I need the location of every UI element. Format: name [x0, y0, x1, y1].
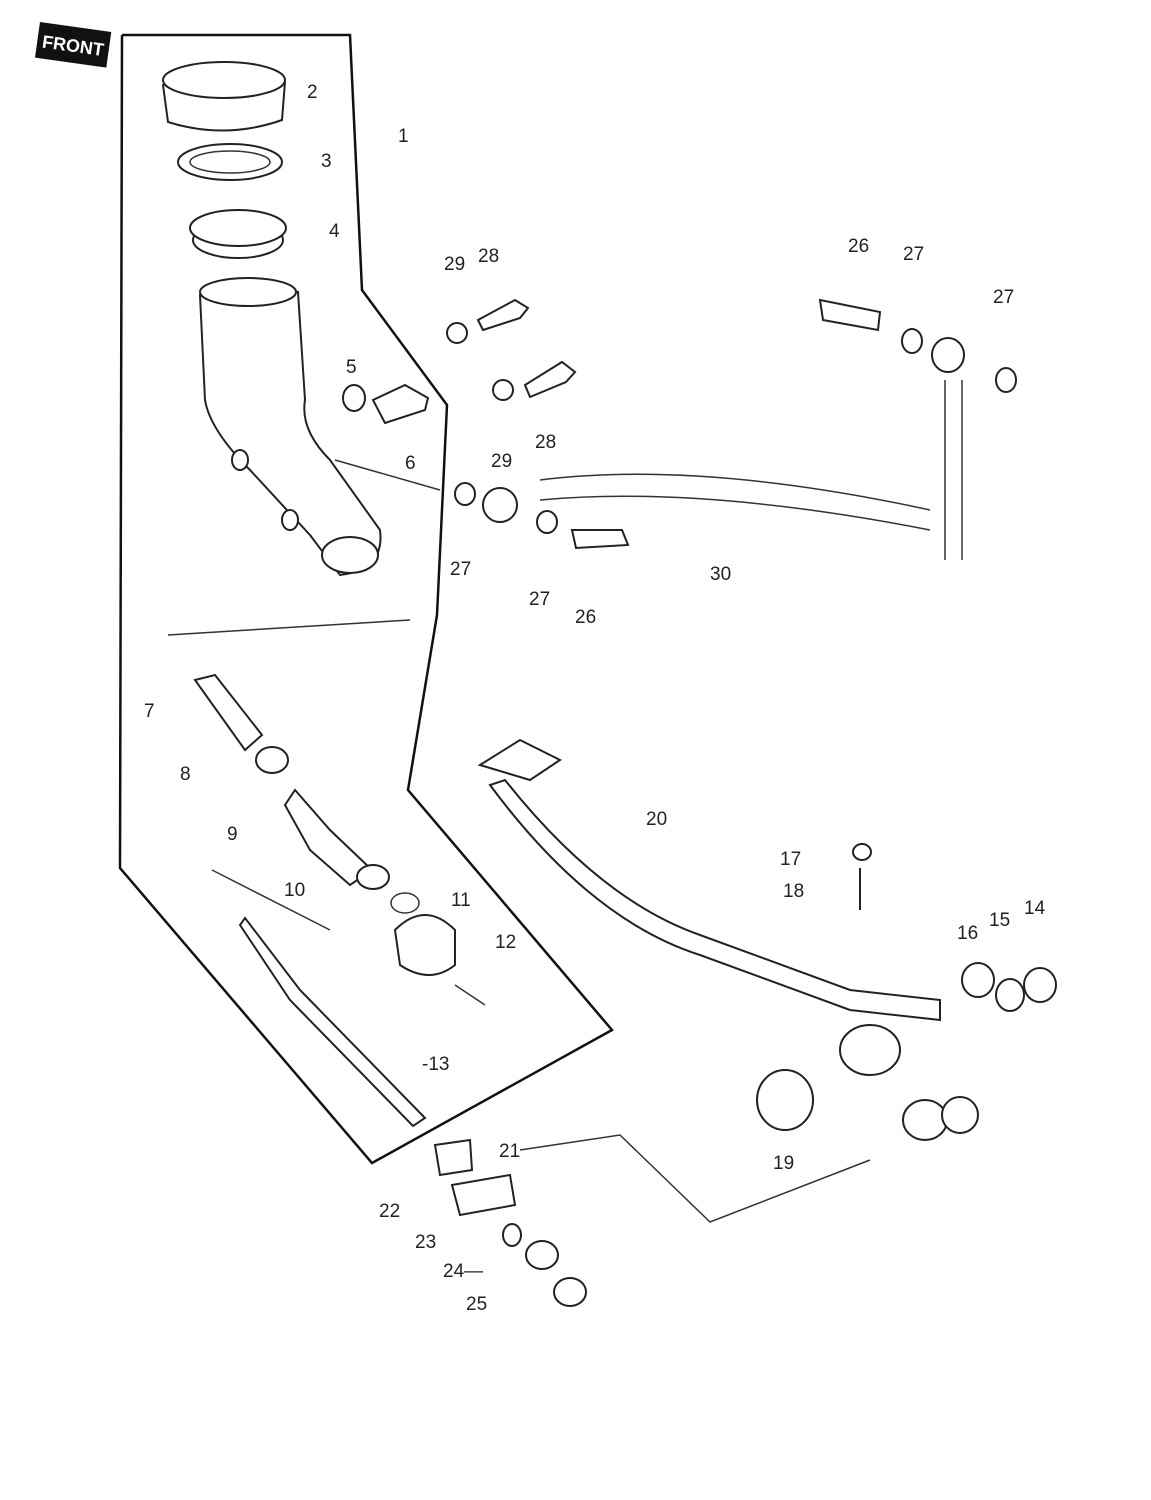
callout-27d: 27 [529, 589, 550, 610]
divider-line [167, 619, 411, 636]
callout-11: 11 [451, 890, 471, 911]
washer-27d [536, 510, 558, 534]
callout-24: 24— [443, 1261, 483, 1282]
dust-boot [393, 914, 456, 976]
banjo-fitting [931, 337, 965, 373]
piston [283, 788, 374, 887]
circlip [390, 892, 420, 914]
washer-29b [492, 379, 514, 401]
pedal-group-frame [519, 1134, 871, 1223]
cap-bolt [371, 383, 430, 425]
brake-hose [539, 473, 931, 531]
callout-21: 21 [499, 1141, 520, 1162]
bolt-28b [523, 360, 577, 399]
washer [342, 384, 366, 412]
callout-28b: 28 [535, 432, 556, 453]
callout-13: -13 [422, 1054, 449, 1075]
clevis-22 [450, 1173, 517, 1217]
callout-27b: 27 [993, 287, 1014, 308]
callout-7: 7 [144, 701, 155, 722]
callout-8: 8 [180, 764, 191, 785]
callout-5: 5 [346, 357, 357, 378]
callout-30: 30 [710, 564, 731, 585]
callout-20: 20 [646, 809, 667, 830]
primary-cup [255, 746, 289, 774]
nut-25 [553, 1277, 587, 1307]
washer-27a [901, 328, 923, 354]
callout-16: 16 [957, 923, 978, 944]
callout-9: 9 [227, 824, 238, 845]
diaphragm-plate [177, 143, 283, 181]
washer-16 [961, 962, 995, 998]
brake-hose-vertical [944, 380, 963, 560]
callout-27a: 27 [903, 244, 924, 265]
front-badge: FRONT [34, 22, 112, 68]
callout-26b: 26 [575, 607, 596, 628]
callout-labels: 2 1 3 4 29 28 26 27 27 5 28 29 6 27 27 2… [144, 82, 1046, 1315]
callout-28a: 28 [478, 246, 499, 267]
callout-22: 22 [379, 1201, 400, 1222]
callout-29a: 29 [444, 254, 465, 275]
callout-17: 17 [780, 849, 801, 870]
pedal-pivot-boss [839, 1024, 901, 1076]
spring [193, 673, 264, 752]
callout-4: 4 [329, 221, 340, 242]
reservoir-cap [161, 61, 287, 132]
callout-18: 18 [783, 881, 804, 902]
bolt-28a [476, 298, 530, 332]
nut-17 [852, 843, 872, 861]
secondary-cup [356, 864, 390, 890]
washer-27c [454, 482, 476, 506]
callout-2: 2 [307, 82, 318, 103]
master-cylinder-group-frame [118, 33, 614, 1165]
nut-24 [525, 1240, 559, 1270]
washer-27b [995, 367, 1017, 393]
callout-26a: 26 [848, 236, 869, 257]
callout-23: 23 [415, 1232, 436, 1253]
banjo-bolt-26a [818, 298, 882, 332]
washer-15 [995, 978, 1025, 1012]
master-cylinder-body [198, 277, 382, 577]
diaphragm [189, 209, 287, 259]
callout-25: 25 [466, 1294, 487, 1315]
nut-14 [1023, 967, 1057, 1003]
clevis-21 [433, 1138, 474, 1177]
push-rod [238, 916, 427, 1128]
banjo-bolt-26b [570, 529, 630, 550]
callout-14: 14 [1024, 898, 1046, 919]
pedal-pad [477, 738, 562, 782]
washer-29a [446, 322, 468, 344]
callout-12: 12 [495, 932, 516, 953]
callout-10: 10 [284, 880, 305, 901]
callout-29b: 29 [491, 451, 512, 472]
pin-23 [502, 1223, 522, 1247]
return-spring [756, 1069, 814, 1131]
brake-pedal-arm [488, 778, 941, 1022]
callout-6: 6 [405, 453, 416, 474]
callout-27c: 27 [450, 559, 471, 580]
callout-3: 3 [321, 151, 332, 172]
callout-1: 1 [398, 126, 409, 147]
callout-15: 15 [989, 910, 1010, 931]
pedal-link-eye [902, 1099, 948, 1141]
callout-19: 19 [773, 1153, 794, 1174]
hose-banjo [482, 487, 518, 523]
